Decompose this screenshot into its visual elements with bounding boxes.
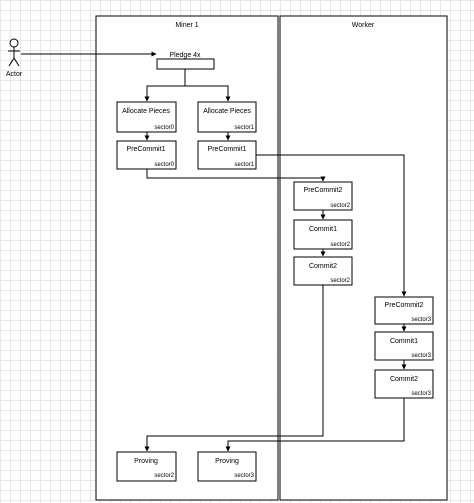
node-sector: sector2 (330, 278, 350, 284)
lane-miner: Miner 1 (95, 15, 279, 501)
node-sector: sector0 (154, 125, 174, 131)
node-allocate-sector0: Allocate Pieces sector0 (116, 101, 177, 133)
node-title: PreCommit1 (127, 146, 166, 153)
node-allocate-sector1: Allocate Pieces sector1 (197, 101, 257, 133)
node-sector: sector2 (330, 203, 350, 209)
node-title: PreCommit1 (208, 146, 247, 153)
edge-pc1-pc2-sector3 (256, 154, 407, 297)
node-sector: sector1 (234, 162, 254, 168)
node-precommit1-sector0: PreCommit1 sector0 (116, 140, 177, 170)
node-commit2-sector2: Commit2 sector2 (293, 256, 353, 286)
node-title: PreCommit2 (385, 302, 424, 309)
edge-pc1-pc2-sector2 (146, 169, 326, 182)
lane-miner-label: Miner 1 (175, 22, 198, 29)
edge-c2-prove-sector3 (225, 398, 405, 452)
actor-label: Actor (6, 71, 23, 78)
node-title: Allocate Pieces (122, 108, 170, 115)
edge-pledge-alloc1 (185, 85, 231, 102)
node-precommit2-sector2: PreCommit2 sector2 (293, 181, 353, 211)
edge-c2-prove-sector2 (144, 285, 324, 452)
node-sector: sector0 (154, 162, 174, 168)
edge-pledge-alloc0 (144, 69, 186, 102)
node-commit1-sector3: Commit1 sector3 (374, 331, 434, 361)
node-commit1-sector2: Commit1 sector2 (293, 219, 353, 250)
node-proving-sector2: Proving sector2 (116, 451, 177, 482)
pledge-label: Pledge 4x (169, 52, 201, 59)
node-title: Proving (134, 458, 158, 465)
node-precommit1-sector1: PreCommit1 sector1 (197, 140, 257, 170)
node-sector: sector1 (234, 125, 254, 131)
lane-worker-label: Worker (352, 22, 375, 29)
node-sector: sector3 (234, 473, 254, 479)
node-proving-sector3: Proving sector3 (197, 451, 257, 482)
node-title: Commit1 (309, 226, 337, 233)
node-title: Commit2 (390, 376, 418, 383)
node-sector: sector2 (154, 473, 174, 479)
edges (21, 51, 407, 452)
process-nodes: Allocate Pieces sector0 Allocate Pieces … (116, 101, 434, 482)
node-title: Commit1 (390, 338, 418, 345)
node-title: Proving (215, 458, 239, 465)
actor-figure: Actor (6, 38, 23, 78)
node-commit2-sector3: Commit2 sector3 (374, 369, 434, 399)
node-precommit2-sector3: PreCommit2 sector3 (374, 296, 434, 325)
node-sector: sector3 (411, 353, 431, 359)
node-title: PreCommit2 (304, 187, 343, 194)
node-sector: sector2 (330, 242, 350, 248)
node-title: Allocate Pieces (203, 108, 251, 115)
node-sector: sector3 (411, 391, 431, 397)
node-sector: sector3 (411, 317, 431, 323)
node-title: Commit2 (309, 263, 337, 270)
